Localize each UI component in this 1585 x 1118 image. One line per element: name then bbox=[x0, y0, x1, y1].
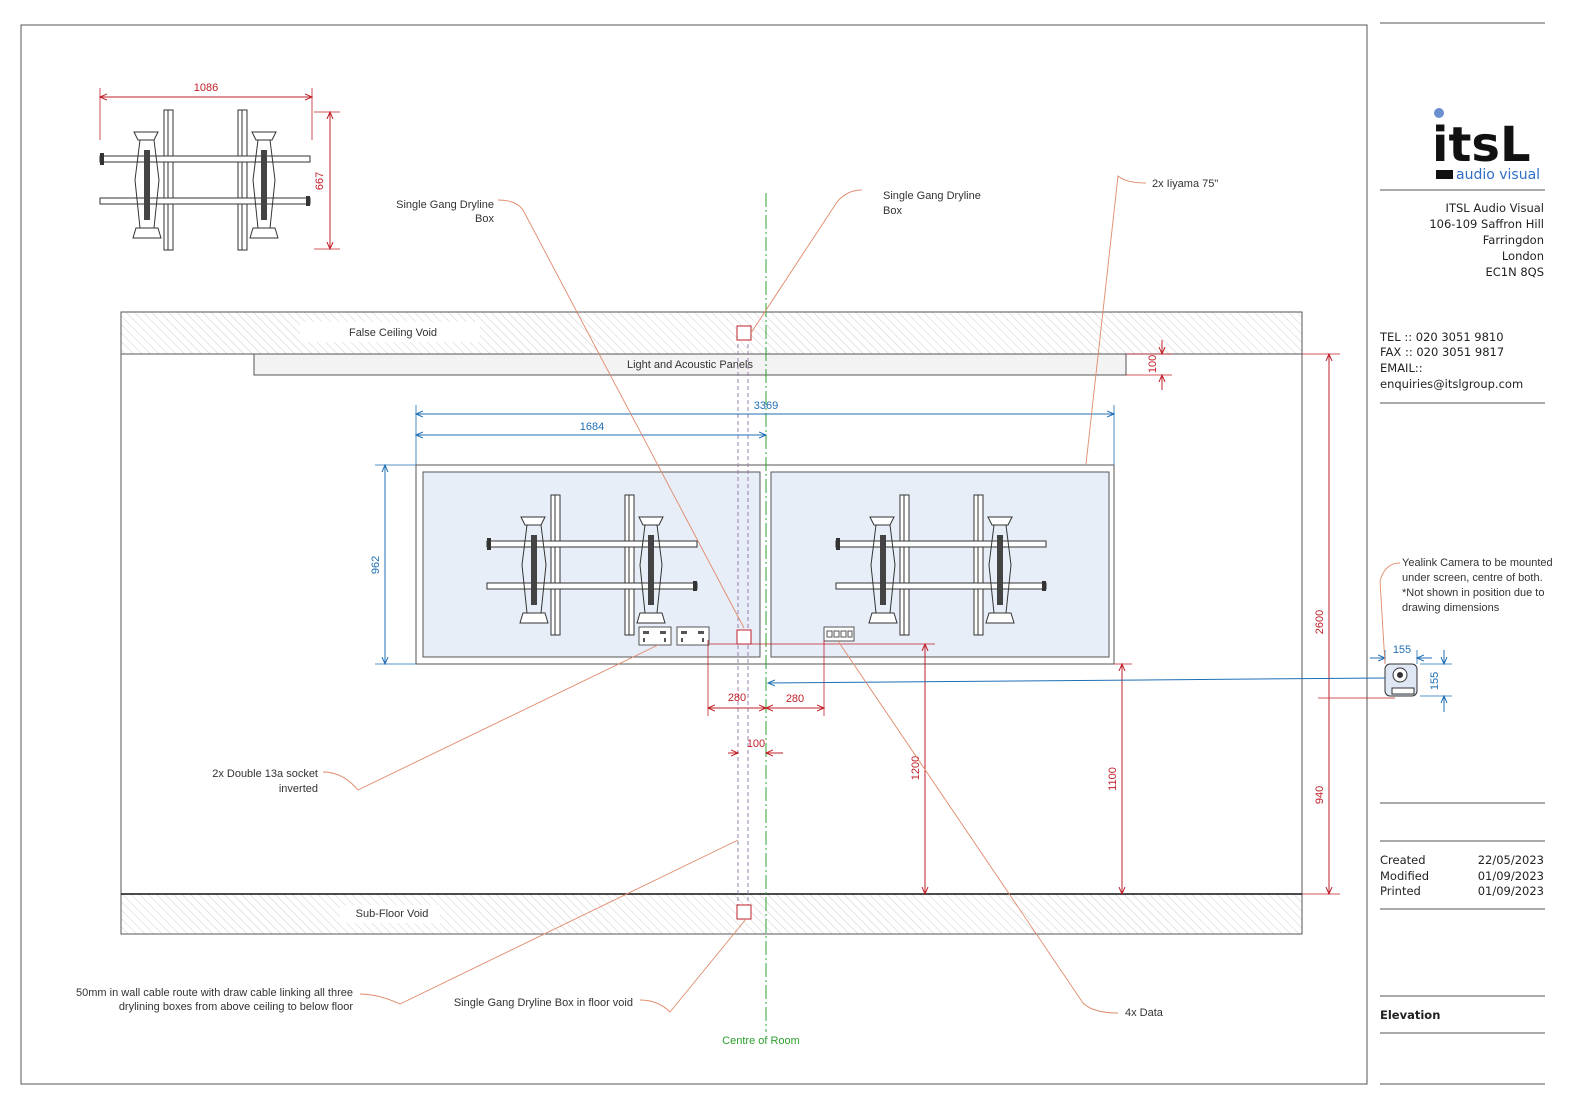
address-line-2: Farringdon bbox=[1483, 233, 1544, 247]
dim-camera-width-label: 155 bbox=[1393, 644, 1411, 656]
centre-of-room-label: Centre of Room bbox=[722, 1035, 800, 1047]
sockets-label-2: inverted bbox=[279, 783, 318, 795]
double-socket-right bbox=[676, 626, 710, 646]
cable-route-label-1: 50mm in wall cable route with draw cable… bbox=[76, 987, 353, 999]
company-name: ITSL Audio Visual bbox=[1446, 201, 1544, 215]
false-ceiling-void-label: False Ceiling Void bbox=[349, 327, 437, 339]
created-value: 22/05/2023 bbox=[1478, 853, 1544, 867]
double-socket-left bbox=[638, 626, 672, 646]
logo-subtext: audio visual bbox=[1456, 167, 1540, 183]
dim-room-height: 2600 940 bbox=[1302, 354, 1395, 894]
modified-value: 01/09/2023 bbox=[1478, 869, 1544, 883]
dim-total-width-label: 3369 bbox=[754, 400, 778, 412]
dryline-box-left-label-1: Single Gang Dryline bbox=[396, 199, 494, 211]
camera-note-4: drawing dimensions bbox=[1402, 602, 1500, 614]
dim-right-offset-label: 280 bbox=[786, 693, 804, 705]
screen-left bbox=[422, 471, 761, 658]
dim-screen-height: 962 bbox=[370, 465, 416, 664]
company-logo: itsL audio visual bbox=[1432, 108, 1540, 183]
dim-data-height: 1200 bbox=[710, 644, 935, 894]
tel-line: TEL :: 020 3051 9810 bbox=[1379, 330, 1504, 344]
dim-total-width: 3369 bbox=[416, 400, 1114, 465]
camera-note-2: under screen, centre of both. bbox=[1402, 572, 1543, 584]
drawing-frame bbox=[20, 24, 1368, 1085]
printed-label: Printed bbox=[1380, 884, 1421, 898]
iiyama-label: 2x Iiyama 75" bbox=[1152, 178, 1218, 190]
sockets-label-1: 2x Double 13a socket bbox=[212, 768, 318, 780]
camera-symbol bbox=[1384, 663, 1418, 697]
sub-floor-void-label: Sub-Floor Void bbox=[356, 908, 429, 920]
dim-screen-height-label: 962 bbox=[370, 556, 382, 574]
false-ceiling-void bbox=[120, 311, 1303, 355]
dim-top-depth-label: 667 bbox=[314, 172, 326, 190]
dim-left-offset-label: 280 bbox=[728, 692, 746, 704]
created-label: Created bbox=[1380, 853, 1426, 867]
dim-cable-route-width-label: 100 bbox=[747, 738, 765, 750]
screen-right bbox=[770, 471, 1110, 658]
data-label: 4x Data bbox=[1125, 1007, 1164, 1019]
dryline-box-floor bbox=[736, 904, 752, 920]
cable-route-label-2: drylining boxes from above ceiling to be… bbox=[119, 1001, 354, 1013]
sub-floor-void bbox=[120, 893, 1303, 935]
camera-note-1: Yealink Camera to be mounted bbox=[1402, 557, 1553, 569]
floor-void-box-label: Single Gang Dryline Box in floor void bbox=[454, 997, 633, 1009]
modified-label: Modified bbox=[1380, 869, 1429, 883]
light-acoustic-panels bbox=[253, 353, 1127, 376]
printed-value: 01/09/2023 bbox=[1478, 884, 1544, 898]
dim-offsets: 280 280 100 bbox=[708, 640, 824, 753]
dim-camera: 155 155 bbox=[1370, 644, 1452, 712]
email-address: enquiries@itslgroup.com bbox=[1380, 377, 1523, 391]
light-acoustic-panels-label: Light and Acoustic Panels bbox=[627, 359, 753, 371]
dryline-box-right-label-2: Box bbox=[883, 205, 902, 217]
dim-ceiling-gap: 100 bbox=[1126, 340, 1172, 390]
dim-camera-height-size-label: 155 bbox=[1429, 672, 1441, 690]
dryline-box-wall bbox=[736, 629, 752, 645]
data-outlet bbox=[823, 626, 855, 642]
camera-note-3: *Not shown in position due to bbox=[1402, 587, 1544, 599]
dryline-box-left-label-2: Box bbox=[475, 213, 494, 225]
dim-half-width: 1684 bbox=[416, 421, 766, 435]
logo-text: itsL bbox=[1432, 117, 1531, 173]
dim-top-width: 1086 bbox=[100, 82, 312, 140]
dryline-box-right-label-1: Single Gang Dryline bbox=[883, 190, 981, 202]
dim-top-depth: 667 bbox=[314, 112, 340, 249]
dim-screen-bottom-label: 1100 bbox=[1107, 767, 1119, 791]
screen-enclosure bbox=[415, 464, 1115, 665]
address-line-1: 106-109 Saffron Hill bbox=[1429, 217, 1544, 231]
plan-view-mount bbox=[99, 109, 311, 251]
fax-line: FAX :: 020 3051 9817 bbox=[1380, 345, 1504, 359]
address-line-4: EC1N 8QS bbox=[1485, 265, 1544, 279]
dim-ceiling-gap-label: 100 bbox=[1147, 355, 1159, 373]
leader-lines bbox=[322, 175, 1401, 1014]
dim-data-height-label: 1200 bbox=[910, 756, 922, 780]
dim-top-width-label: 1086 bbox=[194, 82, 218, 94]
dim-camera-height-label: 940 bbox=[1314, 786, 1326, 804]
email-label: EMAIL:: bbox=[1380, 361, 1423, 375]
address-line-3: London bbox=[1502, 249, 1544, 263]
camera-arrow bbox=[768, 677, 1386, 683]
dryline-box-ceiling bbox=[736, 325, 752, 341]
title-block: itsL audio visual ITSL Audio Visual 106-… bbox=[1379, 22, 1545, 1085]
dim-half-width-label: 1684 bbox=[580, 421, 604, 433]
view-name: Elevation bbox=[1380, 1008, 1440, 1022]
dim-room-height-label: 2600 bbox=[1314, 610, 1326, 634]
dim-screen-bottom: 1100 bbox=[1107, 664, 1132, 894]
